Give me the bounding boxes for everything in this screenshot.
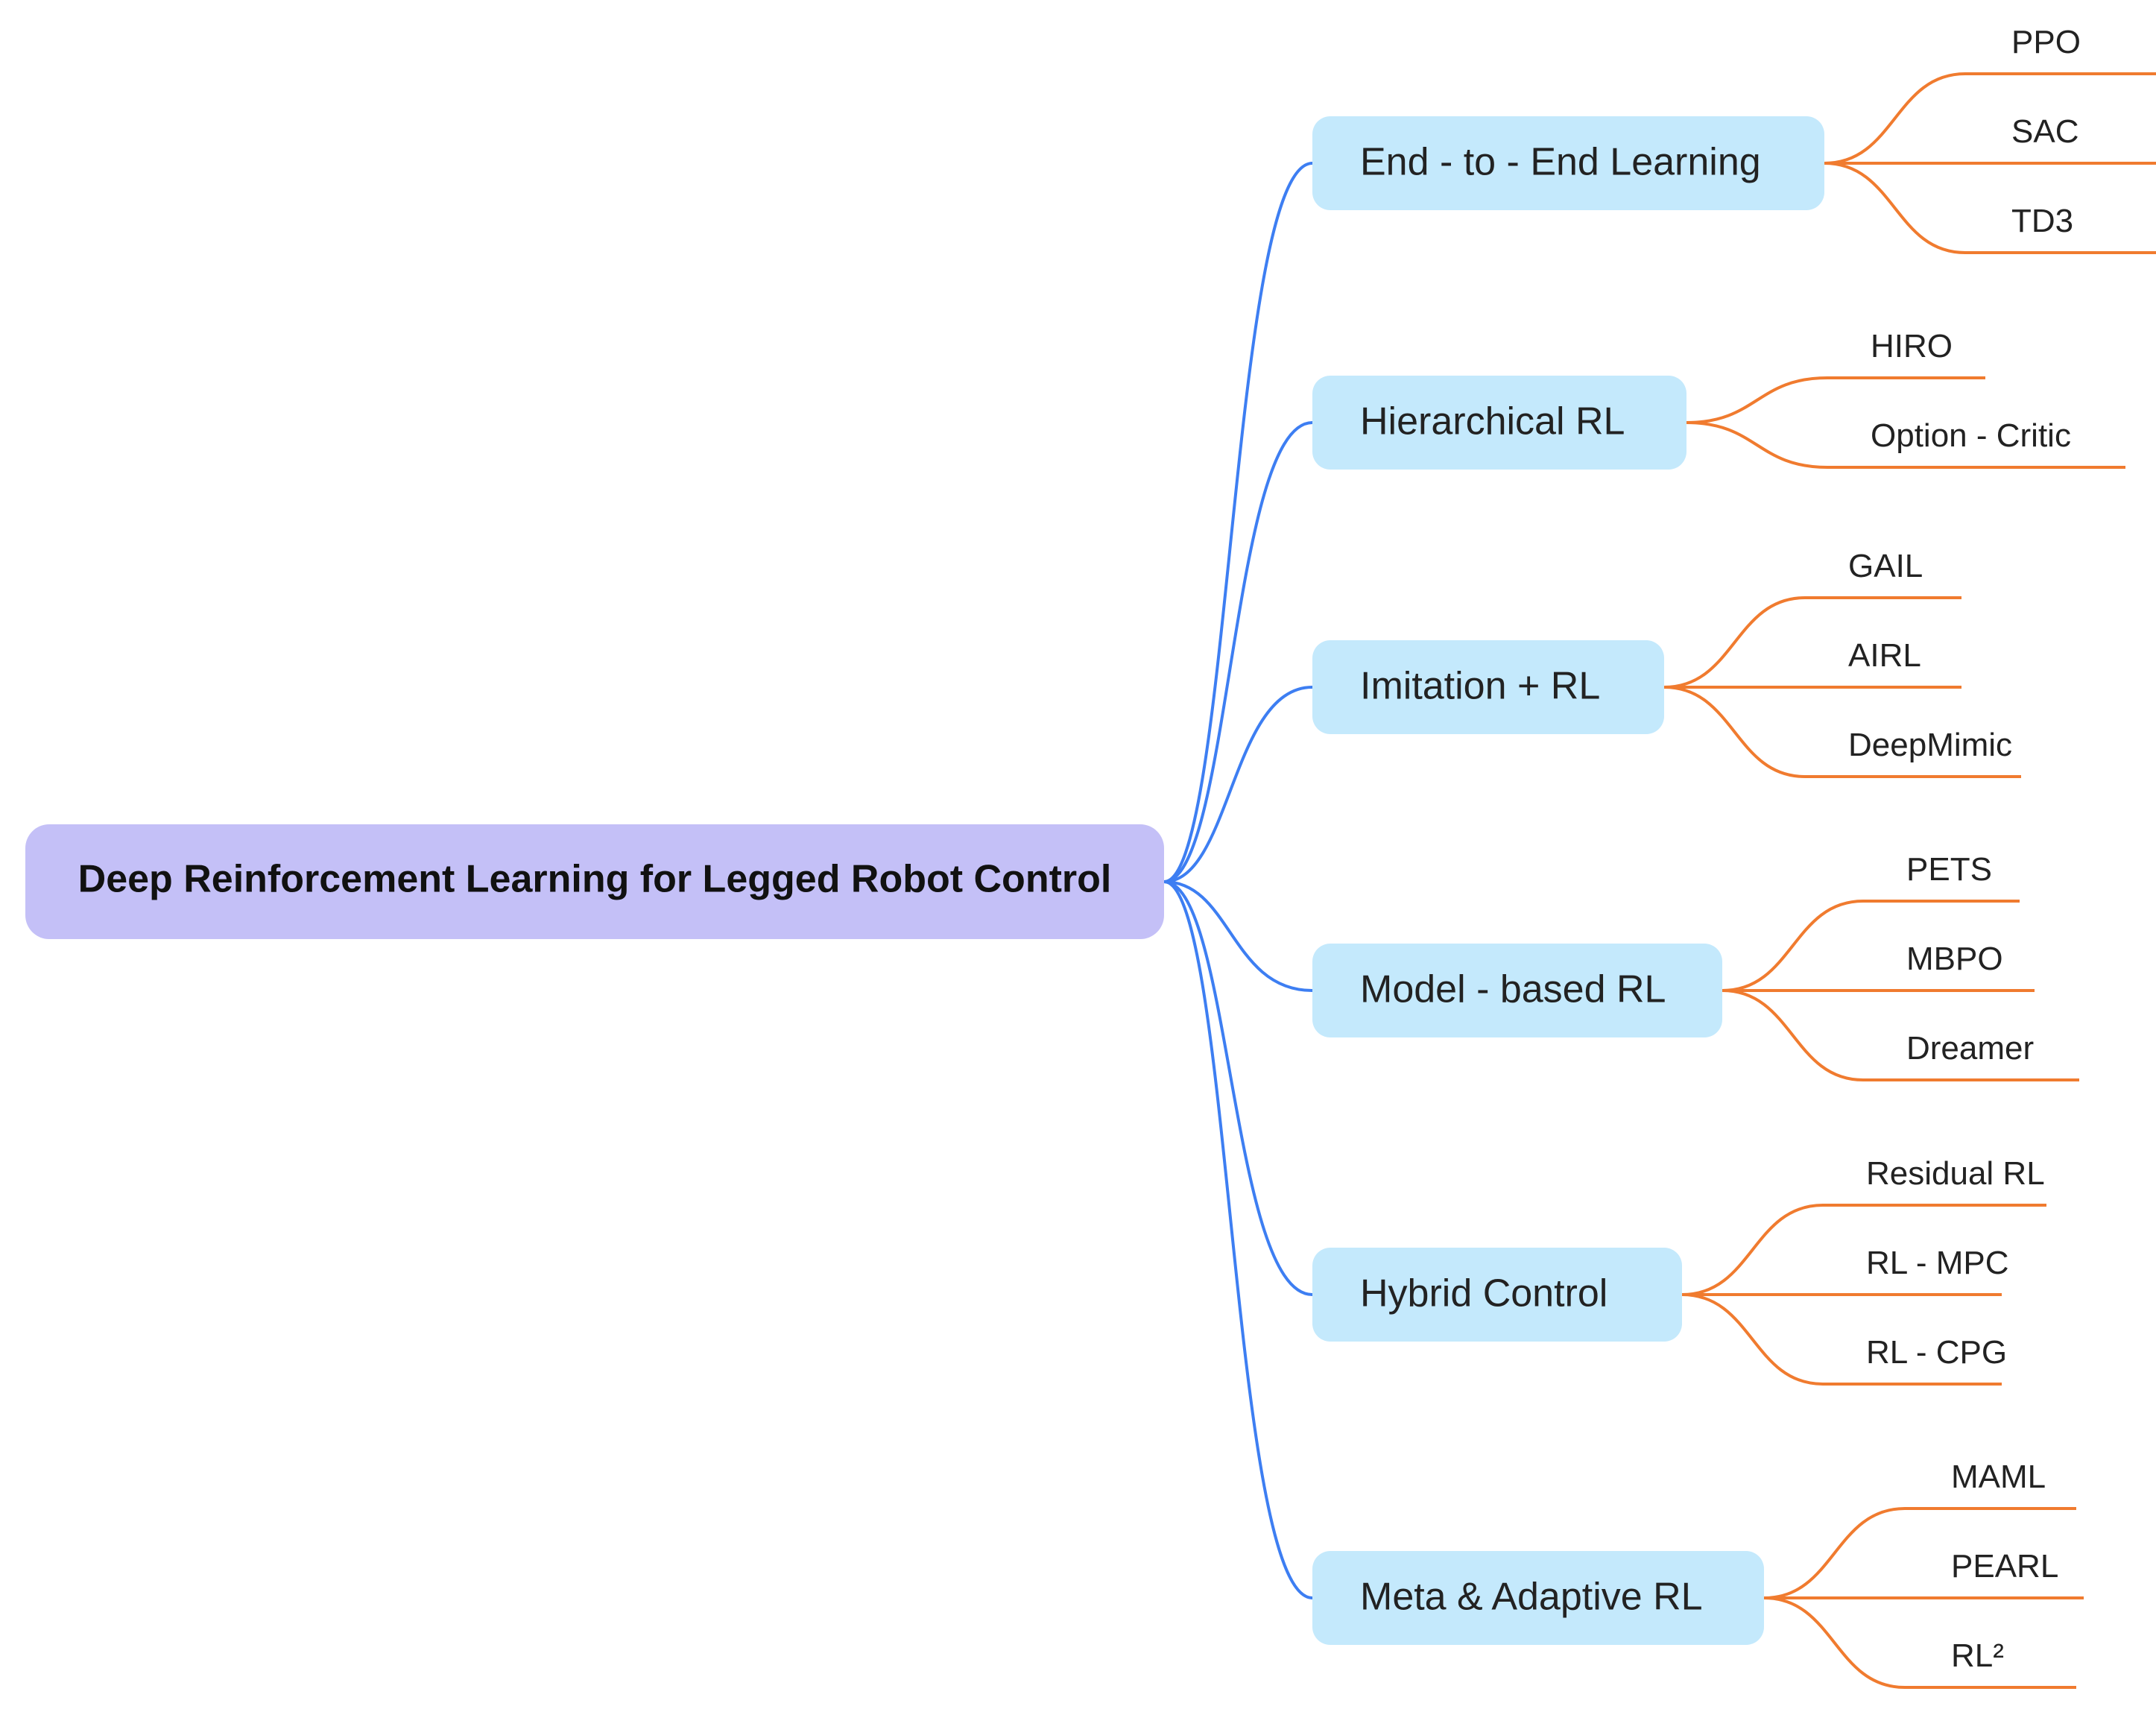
leaf-connector	[1763, 1507, 2076, 1599]
branch-node-label: Hierarchical RL	[1360, 400, 1625, 443]
leaf-connector	[1681, 1204, 2046, 1296]
leaf-node-label[interactable]: Residual RL	[1866, 1155, 2045, 1192]
root-branch-connector	[1163, 880, 1313, 1599]
branch-node-box	[1312, 1551, 1764, 1645]
leaf-connector	[1686, 421, 2125, 469]
root-branch-connector	[1163, 686, 1313, 883]
root-branch-connector	[1163, 162, 1313, 883]
leaf-node-label[interactable]: HIRO	[1871, 328, 1953, 364]
leaf-connector	[1824, 72, 2156, 165]
leaf-node-label[interactable]: RL - CPG	[1866, 1334, 2007, 1371]
leaf-node-label[interactable]: RL - MPC	[1866, 1245, 2009, 1281]
leaf-node-label[interactable]: RL²	[1951, 1637, 2004, 1674]
branch-node[interactable]: Imitation + RL	[1312, 640, 1664, 734]
leaf-connector	[1663, 686, 2021, 778]
leaf-node-label[interactable]: GAIL	[1848, 548, 1923, 584]
branch-node[interactable]: Hybrid Control	[1312, 1248, 1682, 1342]
branch-node-label: Hybrid Control	[1360, 1272, 1607, 1315]
leaf-node-label[interactable]: MAML	[1951, 1459, 2046, 1495]
branch-node[interactable]: Hierarchical RL	[1312, 376, 1686, 470]
leaf-node-label[interactable]: DeepMimic	[1848, 727, 2012, 763]
branch-node-box	[1312, 944, 1722, 1037]
branch-node-box	[1312, 116, 1824, 210]
leaf-node-label[interactable]: SAC	[2011, 113, 2078, 150]
branch-node-box	[1312, 640, 1664, 734]
branch-node[interactable]: Model - based RL	[1312, 944, 1722, 1037]
leaf-node-label[interactable]: TD3	[2011, 203, 2073, 239]
branch-node-label: End - to - End Learning	[1360, 141, 1761, 184]
leaf-node-label[interactable]: PEARL	[1951, 1548, 2058, 1585]
root-branch-connector	[1163, 421, 1313, 883]
leaf-connector	[1722, 900, 2020, 992]
connector-lines	[1163, 162, 1313, 1599]
branch-node-label: Model - based RL	[1360, 968, 1666, 1011]
leaf-node-label[interactable]: Dreamer	[1906, 1030, 2034, 1067]
branch-node[interactable]: End - to - End Learning	[1312, 116, 1824, 210]
root-node[interactable]: Deep Reinforcement Learning for Legged R…	[25, 824, 1164, 939]
root-branch-connector	[1163, 880, 1313, 992]
branch-node[interactable]: Meta & Adaptive RL	[1312, 1551, 1764, 1645]
leaf-connector	[1722, 989, 2079, 1081]
root-branch-connector	[1163, 880, 1313, 1296]
leaf-node-label[interactable]: PPO	[2011, 24, 2081, 60]
leaf-node-label[interactable]: PETS	[1906, 851, 1992, 888]
leaf-connector	[1824, 162, 2156, 254]
leaf-node-label[interactable]: Option - Critic	[1871, 417, 2071, 454]
leaf-connector	[1663, 596, 1961, 689]
branch-node-label: Imitation + RL	[1360, 665, 1600, 708]
leaf-connector	[1681, 1293, 2002, 1386]
branch-node-label: Meta & Adaptive RL	[1360, 1576, 1703, 1619]
leaf-node-label[interactable]: MBPO	[1906, 941, 2003, 977]
branch-node-box	[1312, 376, 1686, 470]
leaf-connector	[1763, 1596, 2076, 1689]
root-node-box	[25, 824, 1164, 939]
root-node-label: Deep Reinforcement Learning for Legged R…	[78, 858, 1112, 901]
leaf-connector	[1686, 376, 1985, 424]
branch-node-box	[1312, 1248, 1682, 1342]
leaf-node-label[interactable]: AIRL	[1848, 637, 1921, 674]
